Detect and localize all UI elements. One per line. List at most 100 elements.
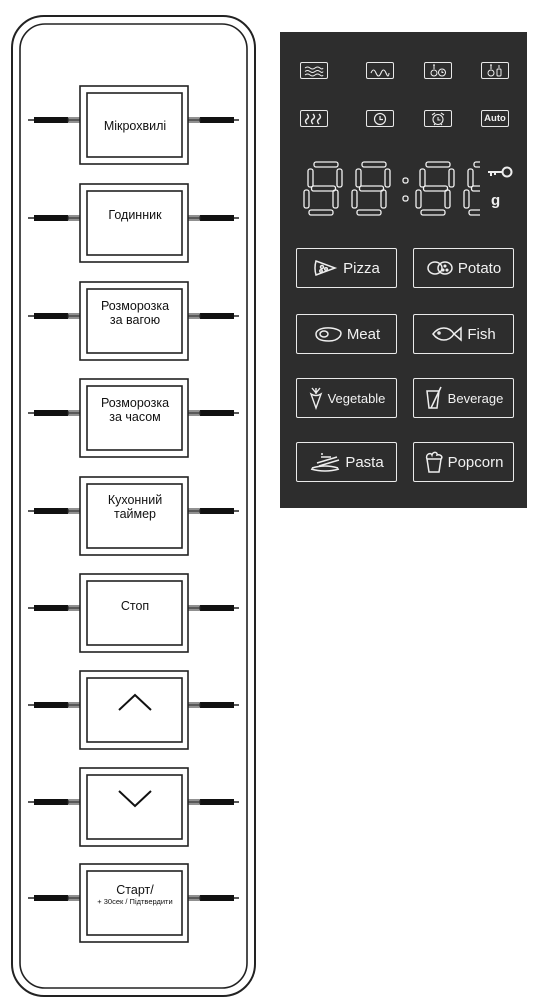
stop-button[interactable]: Стоп	[87, 584, 183, 628]
vegetable-label: Vegetable	[327, 390, 386, 406]
popcorn-program-button[interactable]: Popcorn	[413, 442, 514, 482]
defrost-weight-right-connector	[187, 313, 201, 319]
popcorn-icon	[425, 451, 443, 473]
digit-1-segment-f	[355, 168, 362, 188]
grill-icon	[366, 62, 394, 79]
defrost-time-label-line1: Розморозка	[100, 396, 170, 410]
up-left-connector	[67, 702, 81, 708]
potato-program-button[interactable]: Potato	[413, 248, 514, 288]
digit-0-segment-g	[310, 185, 337, 192]
clock-button-inner-frame	[86, 190, 183, 256]
up-button[interactable]	[87, 680, 183, 724]
digit-2-segment-e	[415, 189, 422, 209]
pizza-icon	[314, 260, 338, 276]
digit-3-segment-g	[470, 185, 480, 192]
up-right-connector	[187, 702, 201, 708]
down-button[interactable]	[87, 776, 183, 820]
stop-right-contact	[200, 605, 234, 611]
digit-3-segment-e	[463, 189, 470, 209]
stop-button-label: Стоп	[120, 599, 150, 613]
microwave-left-contact	[34, 117, 68, 123]
chevron-down-icon	[118, 790, 152, 808]
pasta-icon	[311, 453, 340, 472]
microwave-waves-icon	[300, 62, 328, 79]
auto-label: Auto	[484, 113, 506, 124]
defrost-time-label-line2: за часом	[109, 410, 161, 424]
potato-label: Potato	[457, 259, 502, 277]
weight-unit-label: g	[491, 192, 501, 209]
kitchen-timer-label-line1: Кухонний	[107, 493, 163, 507]
kitchen-timer-button[interactable]: Кухонний таймер	[87, 485, 183, 529]
digit-0-segment-a	[313, 161, 339, 168]
meat-label: Meat	[346, 325, 381, 343]
digit-1-segment-b	[384, 168, 391, 188]
kitchen-timer-right-connector	[187, 508, 201, 514]
pasta-label: Pasta	[345, 453, 384, 471]
stop-left-contact	[34, 605, 68, 611]
microwave-right-connector	[187, 117, 201, 123]
digit-1-segment-d	[356, 209, 382, 216]
defrost-weight-left-connector	[67, 313, 81, 319]
up-left-contact	[34, 702, 68, 708]
microwave-button[interactable]: Мікрохвилі	[87, 106, 183, 146]
digit-1-segment-a	[361, 161, 387, 168]
clock-button[interactable]: Годинник	[87, 195, 183, 235]
digit-2-segment-f	[419, 168, 426, 188]
meat-program-button[interactable]: Meat	[296, 314, 397, 354]
down-right-contact	[200, 799, 234, 805]
stop-button-inner-frame	[86, 580, 183, 646]
digit-1-segment-g	[358, 185, 385, 192]
up-right-contact	[200, 702, 234, 708]
pizza-label: Pizza	[343, 259, 380, 277]
defrost-weight-left-contact	[34, 313, 68, 319]
fish-icon	[432, 326, 463, 342]
defrost-time-left-connector	[67, 410, 81, 416]
clock-right-contact	[200, 215, 234, 221]
down-left-contact	[34, 799, 68, 805]
digit-3-segment-d	[468, 209, 480, 216]
fish-label: Fish	[467, 325, 496, 343]
convection-icon	[300, 110, 328, 127]
digit-0-segment-b	[336, 168, 343, 188]
defrost-weight-label-line1: Розморозка	[100, 299, 170, 313]
combi-clock-icon	[424, 62, 452, 79]
pasta-program-button[interactable]: Pasta	[296, 442, 397, 482]
defrost-weight-label-line2: за вагою	[109, 313, 161, 327]
kitchen-timer-button-inner-frame	[86, 483, 183, 549]
clock-left-connector	[67, 215, 81, 221]
defrost-weight-button-inner-frame	[86, 288, 183, 354]
pizza-program-button[interactable]: Pizza	[296, 248, 397, 288]
kitchen-timer-right-contact	[200, 508, 234, 514]
down-left-connector	[67, 799, 81, 805]
clock-icon	[366, 110, 394, 127]
display-panel: Auto g Pizza Potato Meat Fish Vegetable …	[280, 32, 527, 508]
start-left-connector	[67, 895, 81, 901]
stop-right-connector	[187, 605, 201, 611]
digit-0-segment-c	[332, 189, 339, 209]
defrost-time-button-inner-frame	[86, 385, 183, 451]
defrost-by-time-button[interactable]: Розморозка за часом	[87, 388, 183, 432]
start-confirm-button[interactable]: Старт/ + 30сек / Підтвердити	[85, 873, 185, 917]
down-right-connector	[187, 799, 201, 805]
time-digits-display	[303, 161, 480, 216]
digit-2-segment-d	[420, 209, 446, 216]
microwave-right-contact	[200, 117, 234, 123]
digit-3-segment-a	[473, 161, 480, 168]
beverage-program-button[interactable]: Beverage	[413, 378, 514, 418]
microwave-left-connector	[67, 117, 81, 123]
digit-1-segment-c	[380, 189, 387, 209]
defrost-by-weight-button[interactable]: Розморозка за вагою	[87, 291, 183, 335]
chevron-up-icon	[118, 693, 152, 711]
digit-2-segment-b	[448, 168, 455, 188]
defrost-time-right-contact	[200, 410, 234, 416]
start-right-connector	[187, 895, 201, 901]
vegetable-program-button[interactable]: Vegetable	[296, 378, 397, 418]
digit-0-segment-f	[307, 168, 314, 188]
combi-drops-icon	[481, 62, 509, 79]
microwave-button-inner-frame	[86, 92, 183, 158]
defrost-time-right-connector	[187, 410, 201, 416]
down-button-inner-frame	[86, 774, 183, 840]
fish-program-button[interactable]: Fish	[413, 314, 514, 354]
beverage-label: Beverage	[447, 390, 504, 406]
